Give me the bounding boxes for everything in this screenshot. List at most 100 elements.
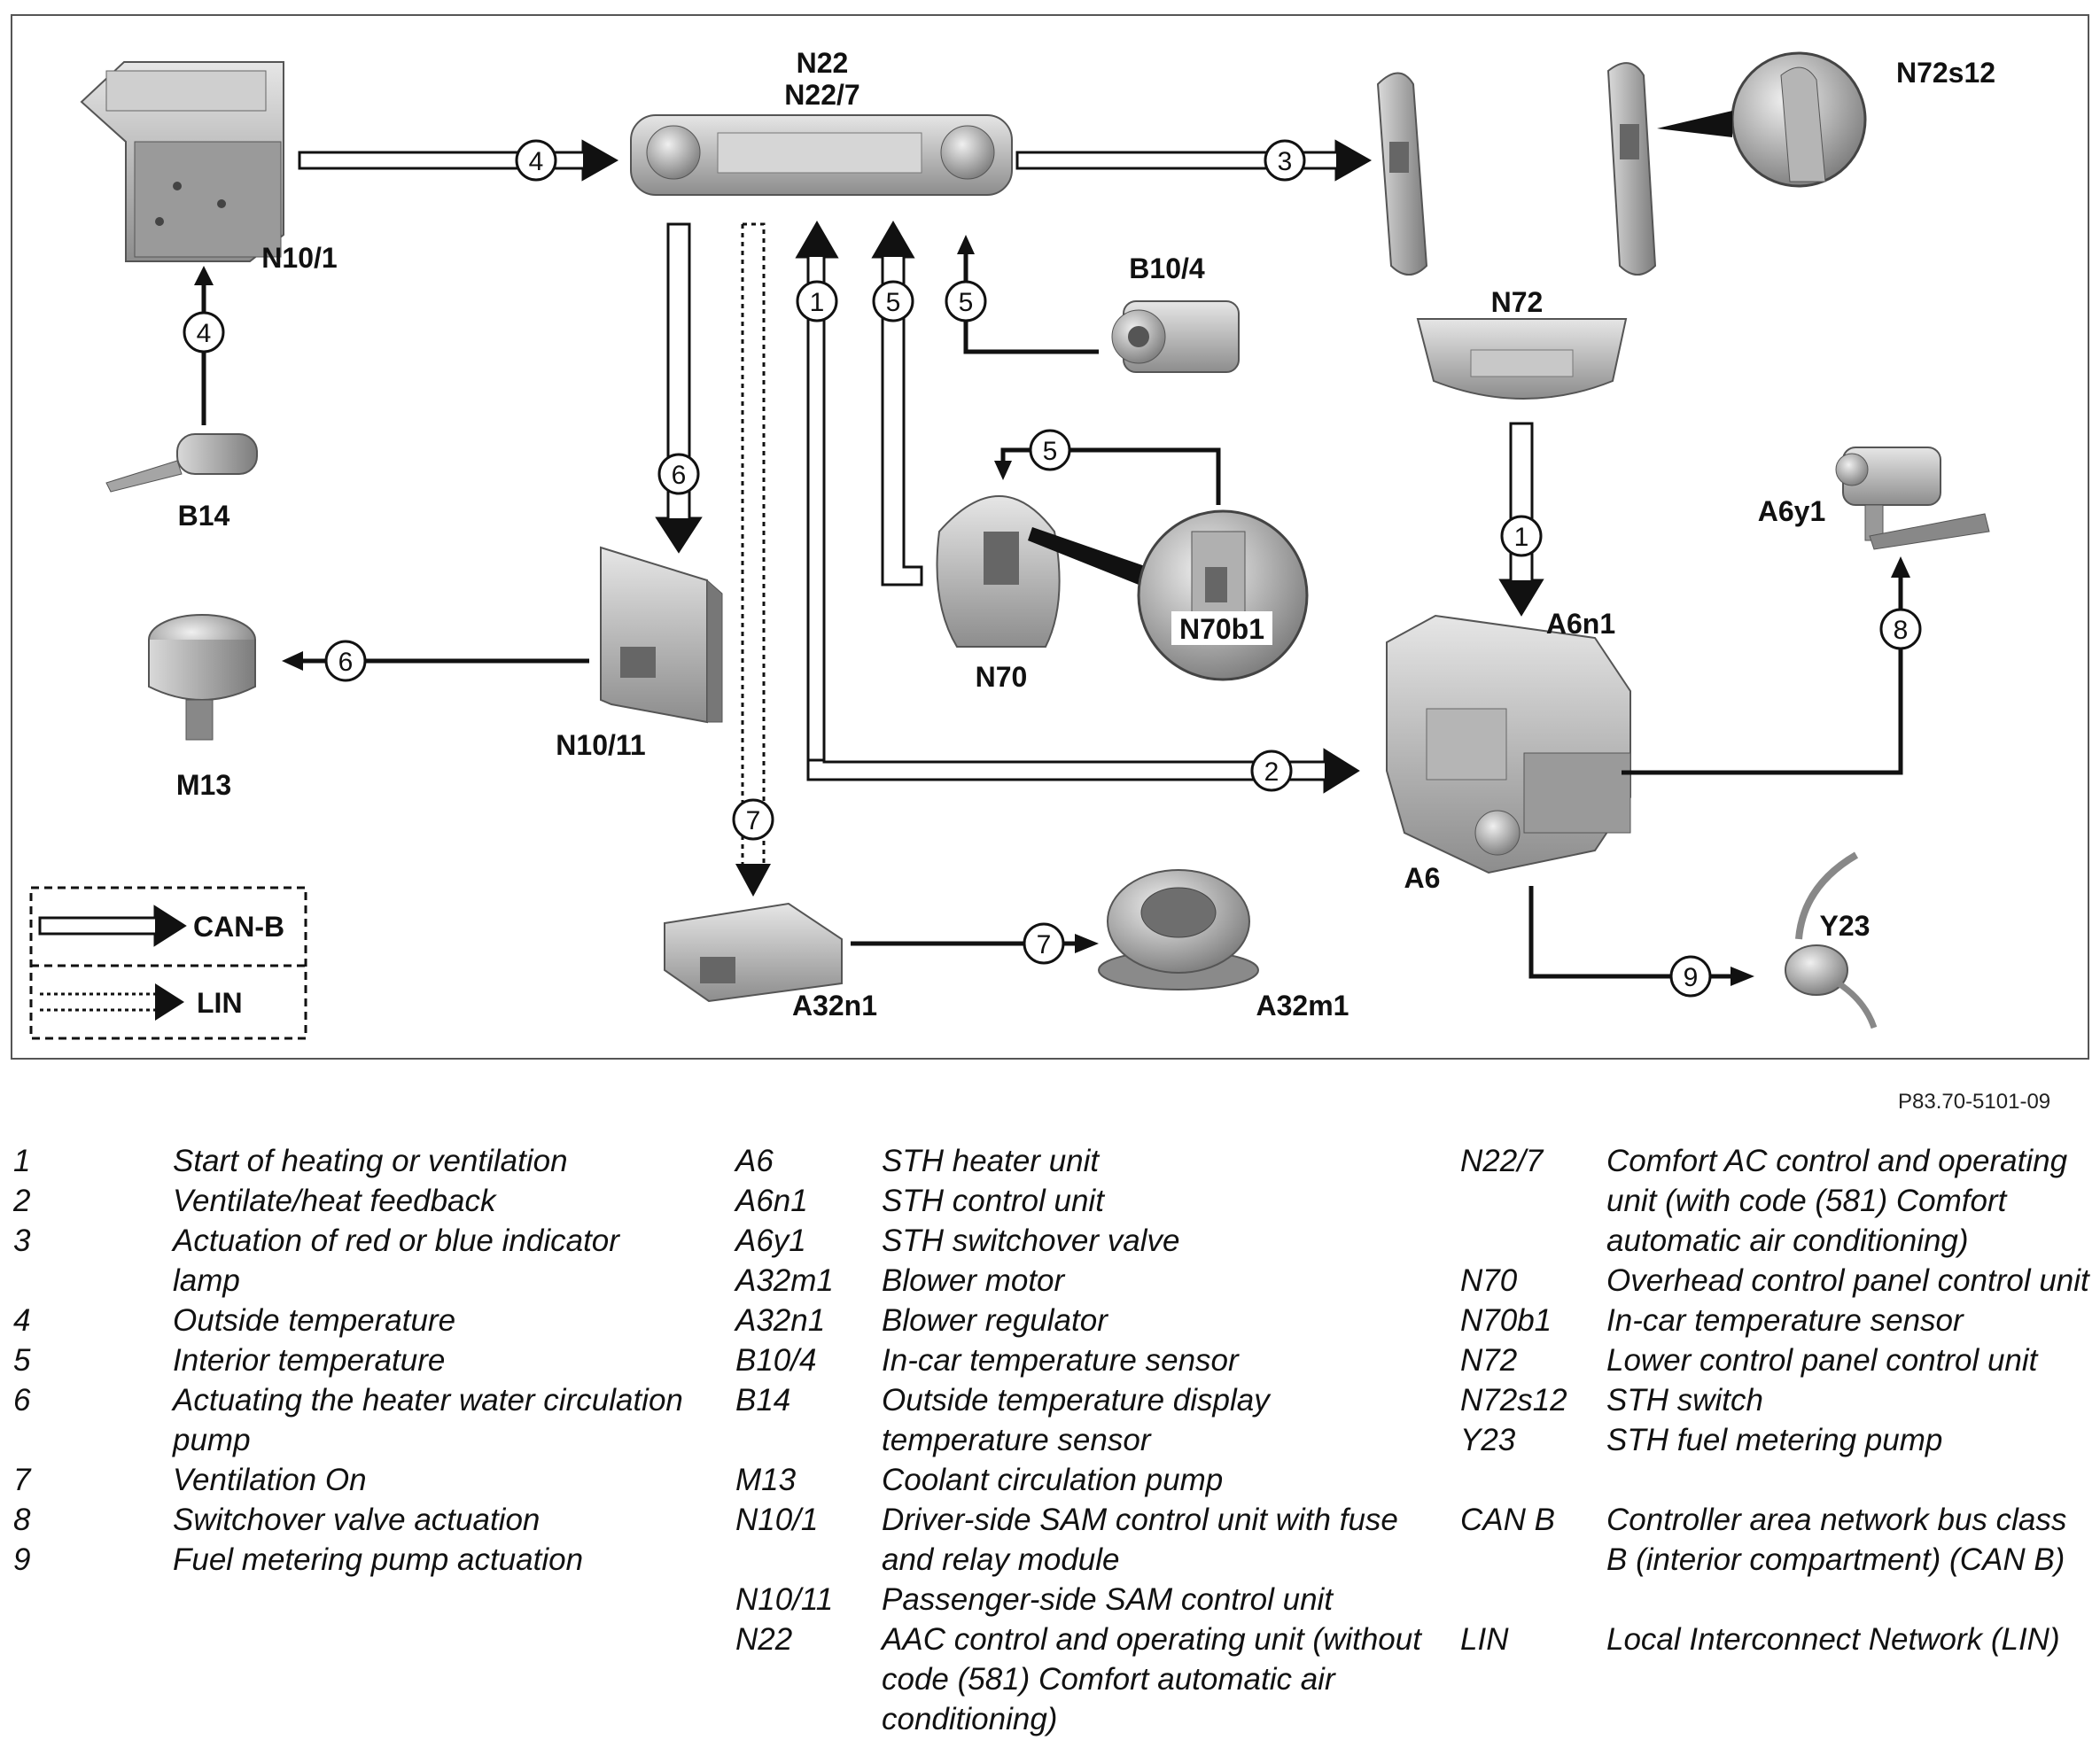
legend-row: 3 Actuation of red or blue indicator lamp bbox=[13, 1221, 691, 1301]
legend-key: N10/11 bbox=[735, 1582, 834, 1617]
side-panel-left-image bbox=[1376, 72, 1428, 276]
legend-key: N72s12 bbox=[1460, 1383, 1567, 1418]
side-panel-right-image bbox=[1606, 62, 1657, 276]
legend-description: STH heater unit bbox=[882, 1144, 1100, 1178]
signal-circle-9: 9 bbox=[1669, 955, 1712, 998]
sam-module-n10-11-image bbox=[600, 546, 723, 724]
legend-description: Actuating the heater water circulation p… bbox=[173, 1383, 683, 1457]
legend-description: Driver-side SAM control unit with fuse a… bbox=[882, 1503, 1398, 1577]
lin-arrow-7 bbox=[743, 222, 766, 864]
signal-number: 6 bbox=[672, 461, 687, 490]
coolant-pump-m13-image bbox=[148, 614, 256, 741]
legend-key: A32m1 bbox=[735, 1263, 834, 1298]
heater-unit-a6-image bbox=[1386, 614, 1631, 874]
legend-row: Y23 STH fuel metering pump bbox=[1460, 1420, 2091, 1460]
legend-key: 8 bbox=[13, 1503, 31, 1537]
legend-row: N10/11 Passenger-side SAM control unit bbox=[735, 1580, 1435, 1620]
signal-number: 8 bbox=[1894, 616, 1909, 645]
legend-description: Blower motor bbox=[882, 1263, 1065, 1298]
wire-arrow-9-y23 bbox=[1528, 886, 1754, 986]
legend-description: Outside temperature bbox=[173, 1303, 456, 1338]
signal-number: 3 bbox=[1278, 147, 1293, 176]
climate-control-panel-n22-image bbox=[630, 114, 1013, 196]
legend-key: 3 bbox=[13, 1223, 31, 1258]
legend-key: 5 bbox=[13, 1343, 31, 1378]
label-n72: N72 bbox=[1491, 286, 1544, 318]
wire-arrow-8-a6y1 bbox=[1622, 556, 1910, 775]
signal-circle-6-top: 6 bbox=[657, 453, 700, 495]
label-b10-4: B10/4 bbox=[1129, 252, 1205, 284]
wire-arrow-5-n70 bbox=[994, 447, 1221, 505]
legend-key: A6y1 bbox=[735, 1223, 806, 1258]
legend-key: Y23 bbox=[1460, 1423, 1516, 1457]
signal-number: 4 bbox=[529, 147, 544, 176]
legend-spacer bbox=[1460, 1580, 2091, 1620]
can-b-arrow-5 bbox=[871, 221, 923, 586]
signal-circle-1-right: 1 bbox=[1500, 515, 1543, 557]
signal-circle-4-b14: 4 bbox=[183, 311, 225, 353]
legend-description: Ventilation On bbox=[173, 1463, 367, 1497]
signal-circle-7-lin: 7 bbox=[732, 798, 774, 841]
legend-description: In-car temperature sensor bbox=[1606, 1303, 1964, 1338]
label-n70b1: N70b1 bbox=[1179, 613, 1264, 645]
legend-row: N10/1 Driver-side SAM control unit with f… bbox=[735, 1500, 1435, 1580]
blower-regulator-a32n1-image bbox=[664, 902, 843, 1003]
label-a6n1: A6n1 bbox=[1546, 608, 1615, 640]
label-m13: M13 bbox=[176, 769, 231, 801]
legend-key: B10/4 bbox=[735, 1343, 817, 1378]
label-n10-1: N10/1 bbox=[261, 242, 337, 274]
label-n10-11: N10/11 bbox=[556, 729, 645, 761]
label-a6: A6 bbox=[1404, 862, 1441, 894]
legend-key: N22 bbox=[735, 1622, 793, 1657]
legend-description: Coolant circulation pump bbox=[882, 1463, 1224, 1497]
legend-description: Ventilate/heat feedback bbox=[173, 1184, 496, 1218]
sam-module-n10-1-image bbox=[80, 61, 284, 262]
legend-key: N10/1 bbox=[735, 1503, 819, 1537]
legend-key: 6 bbox=[13, 1383, 31, 1418]
legend-description: Passenger-side SAM control unit bbox=[882, 1582, 1334, 1617]
signal-number: 1 bbox=[810, 288, 825, 317]
legend-key: B14 bbox=[735, 1383, 791, 1418]
signal-number: 7 bbox=[1037, 930, 1052, 959]
signal-circle-3: 3 bbox=[1264, 139, 1306, 182]
label-n22-7: N22/7 bbox=[784, 79, 859, 111]
signal-circle-1-left: 1 bbox=[796, 280, 838, 322]
label-n22: N22 bbox=[797, 47, 849, 79]
legend-row: A32m1 Blower motor bbox=[735, 1261, 1435, 1301]
legend-key: 2 bbox=[13, 1184, 31, 1218]
legend-key: 4 bbox=[13, 1303, 31, 1338]
legend-key: N22/7 bbox=[1460, 1144, 1544, 1178]
signal-circle-5-left: 5 bbox=[872, 280, 914, 322]
legend-key: N70 bbox=[1460, 1263, 1518, 1298]
wire-arrow-4-b14 bbox=[194, 266, 214, 425]
legend-description: STH fuel metering pump bbox=[1606, 1423, 1943, 1457]
legend-description: AAC control and operating unit (without … bbox=[882, 1622, 1421, 1736]
signal-circle-2: 2 bbox=[1250, 750, 1293, 792]
label-y23: Y23 bbox=[1820, 910, 1871, 942]
can-b-arrow-6 bbox=[655, 222, 703, 554]
label-b14: B14 bbox=[178, 500, 230, 532]
switchover-valve-a6y1-image bbox=[1835, 447, 1990, 550]
legend-description: Start of heating or ventilation bbox=[173, 1144, 568, 1178]
legend-row: N22 AAC control and operating unit (witho… bbox=[735, 1620, 1435, 1739]
legend-description: Fuel metering pump actuation bbox=[173, 1542, 584, 1577]
legend-description: Actuation of red or blue indicator lamp bbox=[173, 1223, 619, 1298]
n72s12-detail-zoom bbox=[1657, 51, 1867, 188]
legend-can-b-label: CAN-B bbox=[193, 911, 284, 943]
label-a32m1: A32m1 bbox=[1256, 990, 1349, 1021]
bus-legend-box: CAN-B LIN bbox=[29, 886, 307, 1040]
legend-spacer bbox=[1460, 1460, 2091, 1500]
signal-number: 7 bbox=[746, 806, 761, 835]
